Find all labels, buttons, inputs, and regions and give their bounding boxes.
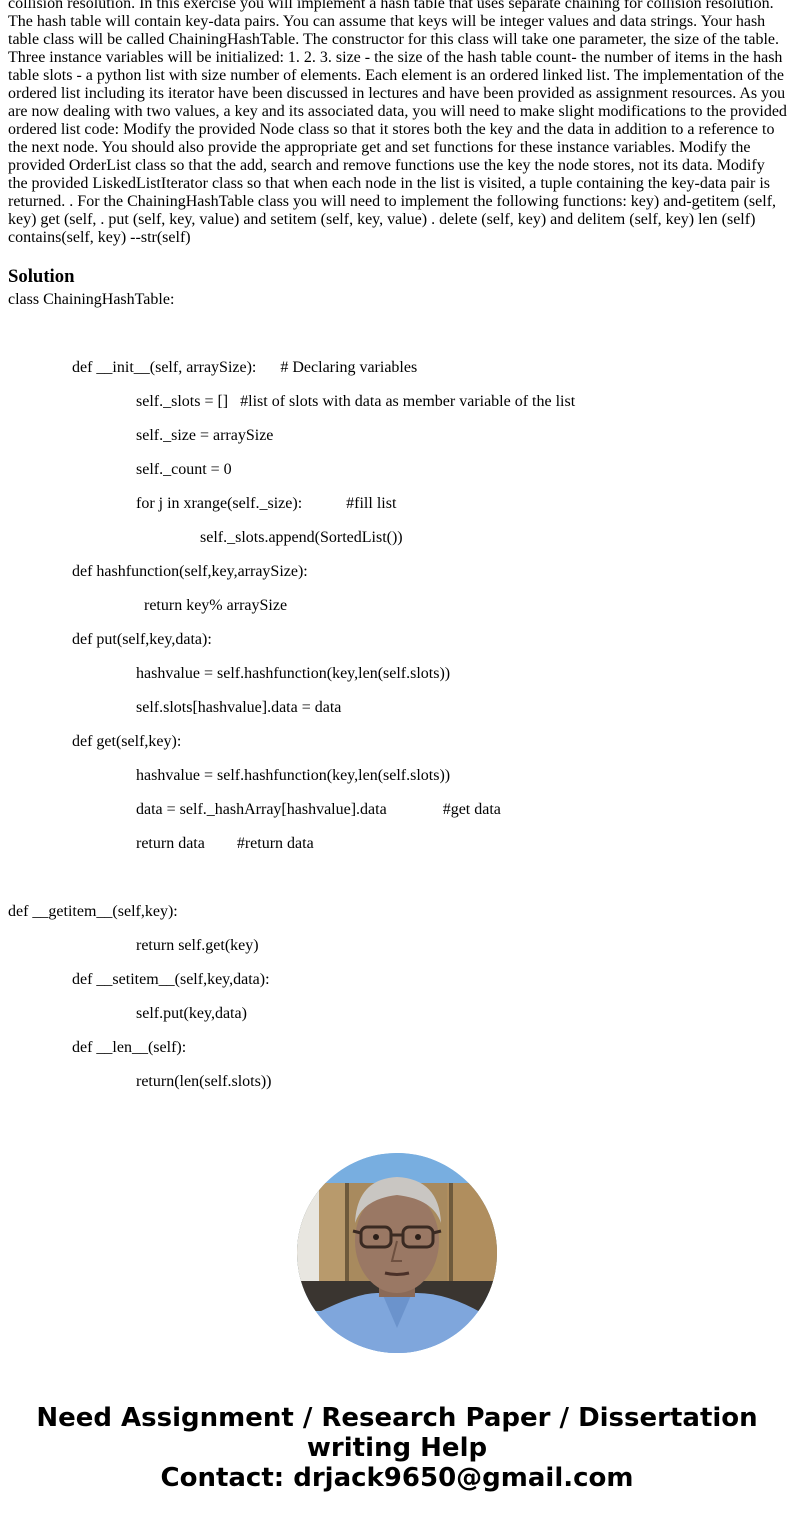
code-line: return self.get(key): [136, 937, 259, 954]
code-line: return(len(self.slots)): [136, 1073, 272, 1090]
question-text: collision resolution. In this exercise y…: [8, 0, 787, 246]
code-line: def __init__(self, arraySize): # Declari…: [72, 359, 418, 376]
code-line: def hashfunction(self,key,arraySize):: [72, 563, 308, 580]
code-line: def __len__(self):: [72, 1039, 187, 1056]
footer-contact-email[interactable]: Contact: drjack9650@gmail.com: [160, 1463, 634, 1493]
author-photo-icon: [297, 1153, 497, 1353]
author-avatar: [297, 1153, 497, 1353]
code-line: def get(self,key):: [72, 733, 182, 750]
code-line: return key% arraySize: [144, 597, 288, 614]
code-line: self._slots.append(SortedList()): [200, 529, 403, 546]
code-line: def __getitem__(self,key):: [8, 903, 178, 920]
code-line: self.put(key,data): [136, 1005, 247, 1022]
code-line: class ChainingHashTable:: [8, 291, 175, 308]
code-line: self._size = arraySize: [136, 427, 274, 444]
code-line: def __setitem__(self,key,data):: [72, 971, 270, 988]
code-line: self._slots = [] #list of slots with dat…: [136, 393, 576, 410]
footer-line-2: writing Help: [306, 1433, 488, 1463]
code-line: for j in xrange(self._size): #fill list: [136, 495, 397, 512]
code-line: data = self._hashArray[hashvalue].data #…: [136, 801, 501, 818]
code-line: self.slots[hashvalue].data = data: [136, 699, 342, 716]
code-line: self._count = 0: [136, 461, 232, 478]
contact-footer: Need Assignment / Research Paper / Disse…: [0, 1403, 794, 1493]
code-line: return data #return data: [136, 835, 314, 852]
footer-line-1: Need Assignment / Research Paper / Disse…: [36, 1403, 758, 1433]
code-line: hashvalue = self.hashfunction(key,len(se…: [136, 665, 451, 682]
code-line: def put(self,key,data):: [72, 631, 212, 648]
solution-heading: Solution: [8, 266, 75, 287]
code-line: hashvalue = self.hashfunction(key,len(se…: [136, 767, 451, 784]
